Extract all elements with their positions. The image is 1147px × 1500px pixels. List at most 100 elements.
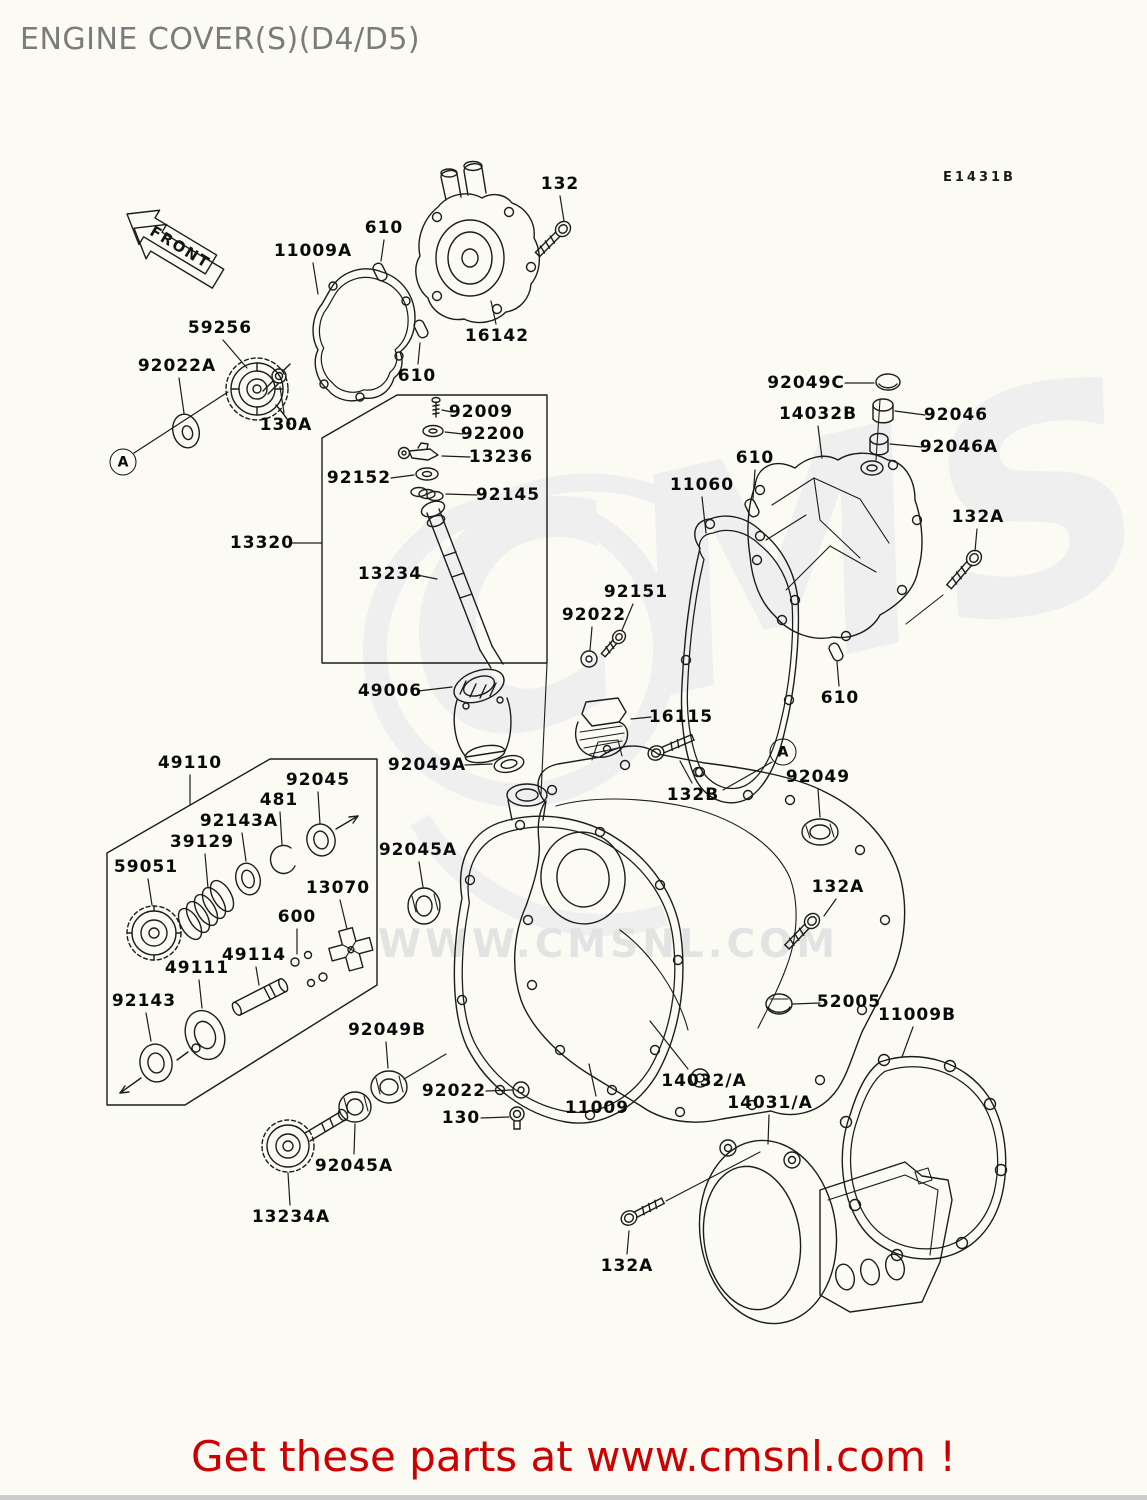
part-132a-bolt (620, 1197, 665, 1226)
part-92045a-bearing (407, 887, 441, 925)
part-13234a-gear (261, 1108, 349, 1173)
part-number-label: 13236 (468, 447, 534, 467)
part-number-label: 132 (540, 174, 580, 194)
leader-line (589, 626, 593, 651)
part-number-label: 92049B (347, 1020, 427, 1040)
part-number-label: 14031/A (727, 1093, 813, 1113)
part-59256-impeller (225, 357, 291, 425)
part-number-label: 92143 (111, 991, 177, 1011)
part-49114-pin (231, 978, 289, 1016)
callout-circle-a: A (109, 448, 137, 476)
part-number-label: 13234 (357, 564, 423, 584)
part-number-label: 14032B (778, 404, 858, 424)
part-number-label: 92046 (923, 405, 989, 425)
part-610-dowel-pin (744, 498, 760, 518)
leader-line (792, 1002, 821, 1005)
callout-circle-a: A (769, 738, 797, 766)
part-number-label: 92022A (137, 356, 217, 376)
leader-line (649, 1020, 689, 1070)
box-13320-oil-pump-assy (321, 394, 548, 664)
part-number-label: 610 (397, 366, 437, 386)
part-92145-spring (410, 486, 444, 502)
part-number-label: 92152 (326, 468, 392, 488)
leader-line (353, 1123, 356, 1155)
part-14032b-cover (747, 399, 923, 642)
part-number-label: 92151 (603, 582, 669, 602)
leader-line (485, 1089, 513, 1092)
diagram-code: E1431B (943, 170, 1016, 185)
part-number-label: 13070 (305, 878, 371, 898)
part-92022a-washer (171, 413, 201, 449)
part-92046a-plug (869, 432, 889, 456)
part-number-label: 132A (951, 507, 1005, 527)
part-number-label: 600 (277, 907, 317, 927)
leader-line (312, 262, 319, 295)
part-132-bolt (534, 220, 572, 258)
leader-line (441, 455, 471, 458)
leader-line (767, 1114, 770, 1145)
part-92045-bearing (306, 823, 336, 857)
box-49110-balancer-assy (106, 758, 378, 1106)
leader-line (630, 716, 652, 720)
page-title: ENGINE COVER(S)(D4/D5) (20, 22, 421, 57)
leader-line (464, 763, 493, 766)
part-number-label: 11009A (273, 241, 353, 261)
leader-line (317, 791, 321, 825)
leader-line (418, 861, 424, 888)
part-92022-washer (512, 1081, 530, 1099)
leader-line (339, 899, 348, 930)
leader-line (133, 391, 229, 454)
part-481-circlip (269, 844, 296, 875)
part-39129-spring (177, 879, 235, 941)
part-number-label: 14032/A (661, 1071, 747, 1091)
leader-line (626, 1230, 630, 1255)
part-number-label: 132A (811, 877, 865, 897)
part-59051-gear (126, 905, 182, 961)
leader-line (722, 761, 773, 791)
part-52005-cap (765, 993, 793, 1015)
part-number-label: 49111 (164, 958, 230, 978)
leader-line (621, 603, 634, 631)
leader-line (198, 979, 203, 1009)
leader-line (178, 377, 185, 414)
part-number-label: 610 (735, 448, 775, 468)
part-number-label: 39129 (169, 832, 235, 852)
part-number-label: 13234A (251, 1207, 331, 1227)
leader-line (385, 1041, 389, 1069)
part-130a-bolt (262, 363, 291, 395)
part-number-label: 132B (666, 785, 720, 805)
leader-line (817, 425, 823, 459)
part-number-label: 132A (600, 1256, 654, 1276)
part-number-label: 11060 (669, 475, 735, 495)
part-11009-gasket (453, 815, 684, 1124)
part-number-label: 13320 (229, 533, 295, 553)
part-132a-bolt (946, 549, 983, 590)
part-number-label: 130A (259, 415, 313, 435)
leader-line (490, 300, 497, 325)
leader-line (679, 760, 693, 784)
part-610-dowel-pin (828, 642, 844, 662)
part-number-label: 92009 (448, 402, 514, 422)
leader-line (588, 1063, 597, 1097)
leader-line (417, 686, 453, 692)
footer-link-text[interactable]: Get these parts at www.cmsnl.com ! (190, 1432, 957, 1481)
part-92022-washer (580, 650, 598, 668)
part-14032a-clutch-cover (506, 739, 906, 1123)
part-92200-washer (422, 424, 444, 438)
leader-line (559, 195, 565, 222)
leader-line (255, 966, 260, 986)
part-92143-bearing (139, 1043, 173, 1083)
part-number-label: 59051 (113, 857, 179, 877)
leader-line (974, 528, 978, 552)
part-number-label: 92200 (460, 424, 526, 444)
leader-line (894, 410, 926, 416)
part-92046-plug (872, 398, 894, 424)
leader-line (279, 386, 285, 414)
part-132b-bolt (647, 733, 695, 761)
part-92049-oil-seal (801, 818, 839, 846)
part-132a-bolt (784, 912, 821, 950)
part-number-label: 11009 (564, 1098, 630, 1118)
